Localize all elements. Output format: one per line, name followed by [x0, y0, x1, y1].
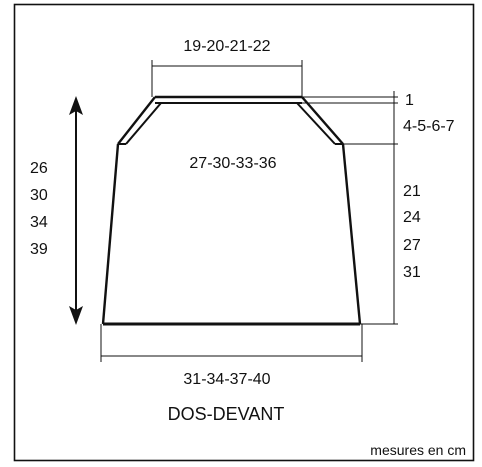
body-height-value: 27 [403, 237, 421, 254]
total-height-value: 39 [30, 241, 48, 258]
left-raglan-outer [117, 96, 156, 145]
right-raglan-outer [301, 96, 344, 145]
bottom-width-dimension [100, 324, 363, 362]
underarm-width-label: 27-30-33-36 [189, 155, 276, 172]
piece-name-label: DOS-DEVANT [168, 404, 285, 424]
garment-outline [101, 95, 362, 326]
right-raglan-inner [296, 102, 336, 145]
neck-width-label: 19-20-21-22 [183, 38, 270, 55]
bottom-width-label: 31-34-37-40 [183, 371, 270, 388]
body-height-value: 21 [403, 183, 421, 200]
total-height-value: 26 [30, 160, 48, 177]
units-note: mesures en cm [370, 442, 466, 458]
top-band-height-label: 1 [405, 92, 414, 109]
total-height-value: 34 [30, 214, 48, 231]
neck-width-dimension [151, 60, 303, 97]
left-side-seam [101, 143, 120, 325]
body-height-value: 31 [403, 264, 421, 281]
left-raglan-inner [125, 102, 162, 145]
arrow-up-icon [69, 96, 83, 115]
total-height-value: 30 [30, 187, 48, 204]
body-height-value: 24 [403, 209, 421, 226]
total-height-arrow [69, 96, 83, 325]
right-side-seam [341, 143, 362, 325]
arrow-down-icon [69, 306, 83, 325]
right-height-dimension [302, 91, 398, 325]
diagram-border [13, 3, 475, 462]
yoke-height-label: 4-5-6-7 [403, 118, 455, 135]
